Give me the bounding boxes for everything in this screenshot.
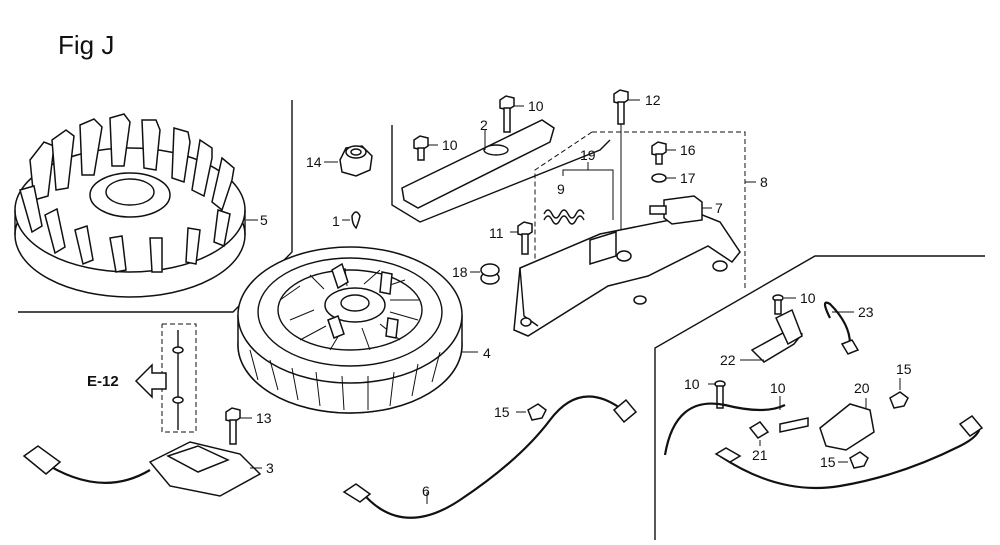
callouts: 1 2 3 4 5 6 7 8 9 10 10 10 10 10 11 12 1…	[87, 92, 912, 499]
callout-4: 4	[483, 345, 491, 361]
callout-1: 1	[332, 213, 340, 229]
callout-14: 14	[306, 154, 322, 170]
callout-23: 23	[858, 304, 874, 320]
grommet-part-18	[470, 263, 500, 285]
bolt-11	[510, 221, 533, 255]
callout-16: 16	[680, 142, 696, 158]
reference-arrow	[134, 363, 167, 399]
callout-2: 2	[480, 117, 488, 133]
callout-10-c: 10	[800, 290, 816, 306]
callout-15-b: 15	[896, 361, 912, 377]
callout-3: 3	[266, 460, 274, 476]
callout-15-c: 15	[820, 454, 836, 470]
callout-6: 6	[422, 483, 430, 499]
reference-label: E-12	[87, 373, 119, 390]
clips-part-15	[516, 378, 909, 469]
spring-part-9	[543, 209, 585, 225]
governor-assembly-part-8	[513, 131, 756, 337]
callout-11: 11	[489, 225, 504, 241]
callout-17: 17	[680, 170, 696, 186]
bolt-16	[651, 141, 676, 165]
wire-harness-part-6	[342, 395, 638, 519]
cooling-fan-part-5	[14, 113, 258, 298]
callout-10-e: 10	[770, 380, 786, 396]
callout-12: 12	[645, 92, 661, 108]
callout-8: 8	[760, 174, 768, 190]
callout-13: 13	[256, 410, 272, 426]
ignition-coil-part-3	[22, 323, 262, 497]
stop-switch-assembly	[663, 294, 984, 490]
bolt-12	[613, 89, 640, 250]
key-part-1	[342, 211, 361, 230]
callout-20: 20	[854, 380, 870, 396]
figure-title: Fig J	[58, 30, 115, 60]
callout-10-b: 10	[442, 137, 458, 153]
callout-19: 19	[580, 147, 596, 163]
flywheel-part-4	[237, 246, 478, 414]
callout-7: 7	[715, 200, 723, 216]
callout-22: 22	[720, 352, 736, 368]
bolts	[225, 89, 676, 445]
callout-10-a: 10	[528, 98, 544, 114]
callout-15-a: 15	[494, 404, 510, 420]
callout-18: 18	[452, 264, 468, 280]
callout-9: 9	[557, 181, 565, 197]
washer-17	[651, 173, 676, 183]
shield-part-2	[391, 119, 611, 223]
callout-5: 5	[260, 212, 268, 228]
switch-part-7	[649, 195, 712, 225]
nut-part-14	[324, 145, 373, 177]
bolt-13	[225, 407, 252, 445]
callout-21: 21	[752, 447, 768, 463]
callout-10-d: 10	[684, 376, 700, 392]
bolt-10-left	[413, 135, 438, 161]
bolt-10-top	[499, 95, 524, 133]
